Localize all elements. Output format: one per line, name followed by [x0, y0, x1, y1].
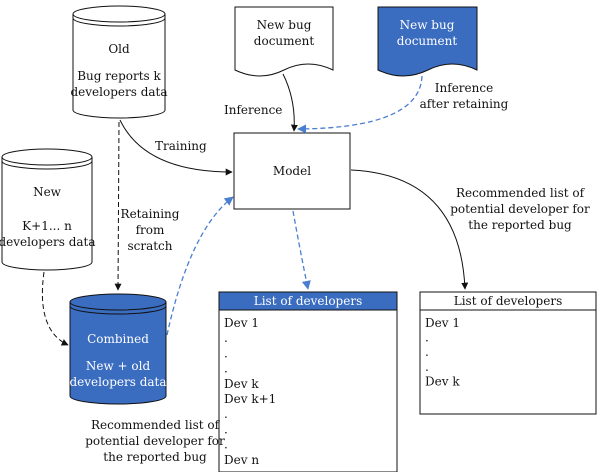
combined-db-line2: developers data	[69, 375, 166, 389]
new-db-line2: developers data	[0, 235, 96, 249]
new-bug-document-blue: New bug document	[377, 6, 478, 77]
old-db-line2: developers data	[70, 85, 167, 99]
inference-arrow	[282, 73, 298, 132]
list-white-item: Dev 1	[425, 316, 460, 330]
old-database: Old Bug reports k developers data	[70, 5, 168, 119]
list-blue-header: List of developers	[254, 294, 363, 308]
list-blue-item: .	[224, 422, 228, 436]
model-to-blue-list-arrow	[292, 210, 311, 290]
inference-label: Inference	[224, 103, 282, 117]
new-bug-document-white: New bug document	[234, 6, 334, 77]
new-db-title: New	[33, 185, 62, 199]
model-label: Model	[273, 164, 311, 178]
doc1-line2: document	[254, 34, 315, 48]
old-db-line1: Bug reports k	[77, 69, 161, 83]
caption-right-2: potential developer for	[450, 202, 590, 216]
inference-after-label-1: Inference	[435, 81, 493, 95]
list-blue-item: Dev k+1	[224, 392, 276, 406]
new-database: New K+1... n developers data	[0, 148, 96, 271]
old-to-combined-arrow	[114, 121, 122, 291]
training-arrow	[119, 119, 233, 176]
model-to-white-list-arrow	[350, 169, 469, 290]
developer-list-white: List of developers Dev 1...Dev k	[419, 291, 597, 415]
doc2-line2: document	[397, 34, 458, 48]
list-blue-item: .	[224, 438, 228, 452]
list-white-header: List of developers	[454, 294, 563, 308]
list-white-item: .	[425, 345, 429, 359]
combined-db-line1: New + old	[86, 359, 151, 373]
caption-bottom-3: the reported bug	[103, 450, 207, 464]
list-white-item: .	[425, 331, 429, 345]
inference-after-label-2: after retaining	[420, 97, 509, 111]
list-blue-item: Dev n	[224, 453, 259, 467]
retaining-arrow	[166, 196, 234, 336]
caption-bottom-2: potential developer for	[85, 434, 225, 448]
caption-right-3: the reported bug	[468, 218, 572, 232]
retaining-label-1: Retaining	[121, 207, 180, 221]
list-blue-item: .	[224, 407, 228, 421]
doc1-line1: New bug	[257, 18, 312, 32]
combined-db-title: Combined	[87, 332, 149, 346]
old-db-title: Old	[108, 42, 130, 56]
doc2-line1: New bug	[400, 18, 455, 32]
new-db-line1: K+1... n	[22, 219, 72, 233]
new-to-combined-arrow	[41, 271, 69, 346]
list-blue-item: .	[224, 362, 228, 376]
list-blue-item: Dev k	[224, 377, 259, 391]
list-white-item: Dev k	[425, 374, 460, 388]
list-blue-item: Dev 1	[224, 316, 259, 330]
training-label: Training	[155, 139, 207, 153]
inference-after-retaining-arrow	[297, 75, 423, 134]
caption-right-1: Recommended list of	[456, 186, 586, 200]
list-white-item: .	[425, 360, 429, 374]
model-box: Model	[233, 132, 351, 210]
caption-bottom-1: Recommended list of	[91, 418, 221, 432]
list-blue-item: .	[224, 346, 228, 360]
list-blue-item: .	[224, 331, 228, 345]
retaining-label-2: from	[136, 223, 165, 237]
retaining-label-3: scratch	[127, 239, 172, 253]
combined-database: Combined New + old developers data	[69, 293, 167, 405]
list-white-items: Dev 1...Dev k	[425, 316, 460, 388]
